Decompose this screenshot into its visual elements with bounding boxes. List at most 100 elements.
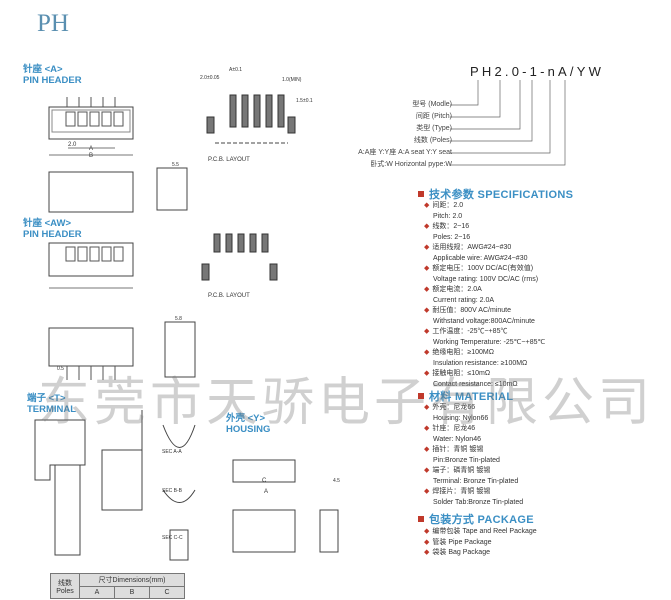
dim-label: 4.5 — [333, 478, 340, 484]
item-cn: 端子：磷青铜 镀锡 — [432, 467, 491, 474]
bullet-diamond-icon: ◆ — [424, 538, 430, 546]
bullet-diamond-icon: ◆ — [424, 244, 430, 251]
code-label-model: 型号 (Modle) — [412, 101, 452, 108]
bullet-diamond-icon: ◆ — [424, 467, 430, 474]
item-cn: 针座：尼龙46 — [432, 425, 476, 432]
col-c: C — [149, 586, 185, 599]
bullet-diamond-icon: ◆ — [424, 488, 430, 495]
pcb-layout-label: P.C.B. LAYOUT — [208, 157, 250, 163]
list-item: ◆编带包装 Tape and Reel Package — [424, 527, 537, 538]
item-cn: 额定电压：100V DC/AC(有效值) — [432, 265, 534, 272]
material-heading: 材料 MATERIAL — [418, 388, 513, 404]
bullet-diamond-icon: ◆ — [424, 265, 430, 272]
part-code: PH2.0-1-nA/YW — [470, 64, 605, 79]
code-leader-lines — [450, 80, 566, 166]
dim-label: A — [264, 489, 269, 495]
bullet-square-icon — [418, 516, 424, 522]
item-text: 袋装 Bag Package — [432, 549, 490, 556]
dim-label: 1.5±0.1 — [296, 98, 313, 104]
pin-header-drawings — [48, 94, 296, 380]
item-en: Pin:Bronze Tin-plated — [433, 456, 500, 464]
item-cn: 接触电阻：≤10mΩ — [432, 370, 491, 377]
item-en: Pitch: 2.0 — [433, 212, 463, 220]
col-b: B — [114, 586, 150, 599]
bullet-square-icon — [418, 191, 424, 197]
heading-text: 材料 MATERIAL — [429, 391, 514, 403]
dim-label: 5.8 — [175, 316, 182, 322]
section-pin-header-aw: 针座 <AW> PIN HEADER — [23, 218, 82, 240]
item-cn: 焊接片：青铜 镀锡 — [432, 488, 491, 495]
dim-label: 2.0±0.05 — [200, 75, 220, 81]
code-label-seat: A:A座 Y:Y座 A:A seat Y:Y seat — [358, 149, 452, 156]
item-en: Working Temperature: -25℃~+85℃ — [433, 338, 546, 346]
bullet-diamond-icon: ◆ — [424, 549, 430, 556]
bullet-diamond-icon: ◆ — [424, 425, 430, 432]
terminal-housing-drawings — [34, 410, 339, 561]
bullet-diamond-icon: ◆ — [424, 349, 430, 356]
col-a: A — [79, 586, 115, 599]
package-list: ◆编带包装 Tape and Reel Package◆管装 Pipe Pack… — [424, 527, 537, 559]
bullet-diamond-icon: ◆ — [424, 404, 430, 411]
section-en: TERMINAL — [27, 404, 77, 415]
code-label-type: 类型 (Type) — [416, 125, 452, 132]
dim-label: 2.0 — [68, 142, 77, 148]
item-en: Withstand voltage:800AC/minute — [433, 317, 535, 325]
item-text: 编带包装 Tape and Reel Package — [432, 528, 537, 535]
section-en: HOUSING — [226, 424, 271, 435]
bullet-diamond-icon: ◆ — [424, 202, 430, 209]
item-cn: 适用线规：AWG#24~#30 — [432, 244, 512, 251]
specifications-heading: 技术参数 SPECIFICATIONS — [418, 186, 573, 202]
heading-text: 技术参数 SPECIFICATIONS — [429, 189, 574, 201]
section-cn: 端子 <T> — [27, 393, 66, 404]
list-item: ◆焊接片：青铜 镀锡 Solder Tab:Bronze Tin-plated — [424, 487, 523, 508]
item-text: 管装 Pipe Package — [432, 538, 492, 546]
item-en: Applicable wire: AWG#24~#30 — [433, 254, 528, 262]
item-cn: 线数：2~16 — [432, 223, 470, 230]
item-cn: 间距：2.0 — [432, 202, 464, 209]
sec-bb-label: SEC B-B — [162, 488, 183, 494]
item-cn: 耐压值：800V AC/minute — [432, 307, 511, 314]
heading-text: 包装方式 PACKAGE — [429, 514, 534, 526]
item-en: Contact resistance: ≤10mΩ — [433, 380, 518, 388]
page-title: PH — [37, 10, 69, 37]
pcb-layout-label: P.C.B. LAYOUT — [208, 293, 250, 299]
item-en: Insulation resistance: ≥100MΩ — [433, 359, 528, 367]
sec-cc-label: SEC C-C — [162, 535, 183, 541]
code-labels: 型号 (Modle) 间距 (Pitch) 类型 (Type) 线数 (Pole… — [312, 99, 452, 171]
item-en: Poles: 2~16 — [433, 233, 471, 241]
item-cn: 绝缘电阻：≥100MΩ — [432, 349, 494, 356]
dim-label: A — [89, 146, 94, 152]
item-en: Water: Nylon46 — [433, 435, 481, 443]
list-item: ◆袋装 Bag Package — [424, 548, 537, 559]
section-terminal: 端子 <T> TERMINAL — [27, 393, 76, 415]
watermark: 东莞市天骄电子有限公司 — [38, 373, 655, 433]
section-en: PIN HEADER — [23, 75, 82, 86]
code-label-poles: 线数 (Poles) — [413, 137, 452, 144]
item-en: Housing: Nylon66 — [433, 414, 489, 422]
item-en: Current rating: 2.0A — [433, 296, 495, 304]
bullet-diamond-icon: ◆ — [424, 370, 430, 377]
package-heading: 包装方式 PACKAGE — [418, 511, 534, 527]
item-cn: 外壳：尼龙66 — [432, 404, 476, 411]
section-housing: 外壳 <Y> HOUSING — [226, 413, 270, 435]
dimensions-header: 尺寸Dimensions(mm) — [79, 573, 185, 587]
dim-label: 5.5 — [172, 162, 179, 168]
item-en: Solder Tab:Bronze Tin-plated — [433, 498, 524, 506]
dim-label: 1.0(MIN) — [282, 77, 302, 83]
section-cn: 针座 <AW> — [23, 218, 72, 229]
list-item: ◆额定电压：100V DC/AC(有效值)Voltage rating: 100… — [424, 264, 545, 285]
code-label-horizontal: 卧式:W Horizontal pype:W — [370, 161, 452, 168]
dim-label: B — [89, 153, 94, 159]
list-item: ◆接触电阻：≤10mΩ Contact resistance: ≤10mΩ — [424, 369, 545, 390]
